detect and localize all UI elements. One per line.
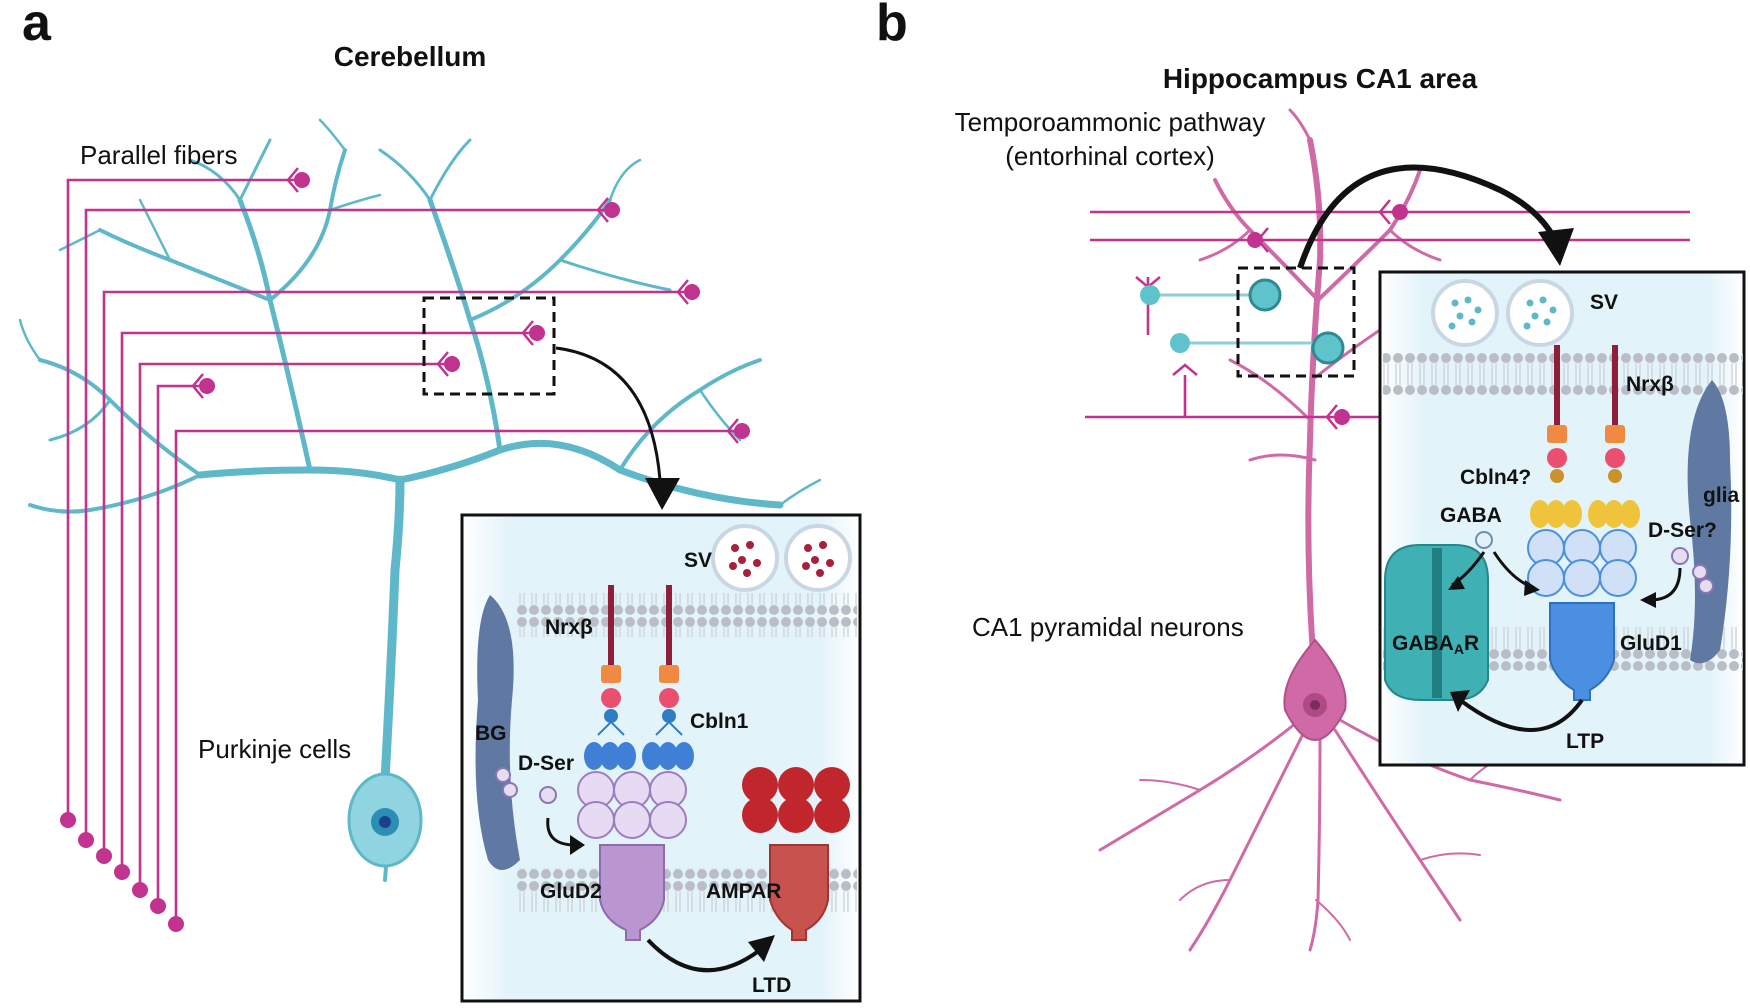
b-glia-label: glia xyxy=(1703,484,1739,507)
panel-a-zoom-box xyxy=(422,296,556,396)
panel-a-zoom-arrow xyxy=(555,346,662,481)
panel-a-zoom-arrowhead xyxy=(645,478,680,510)
panel-b-inset xyxy=(1378,270,1746,767)
panel-b-letter: b xyxy=(876,0,908,52)
b-glud-label: GluD1 xyxy=(1620,632,1682,655)
b-gabaar-end: R xyxy=(1464,632,1479,655)
b-gabaar-sub: A xyxy=(1454,641,1464,657)
b-cbln-label: Cbln4? xyxy=(1460,466,1531,489)
b-dser-label: D-Ser? xyxy=(1648,519,1717,542)
b-ltp-label: LTP xyxy=(1566,730,1604,753)
pathway-label-line1: Temporoammonic pathway xyxy=(955,107,1266,137)
b-gaba-label: GABA xyxy=(1440,504,1502,527)
b-nrx-label: Nrxβ xyxy=(1626,373,1674,396)
b-gabaar-main: GABA xyxy=(1392,632,1454,655)
a-ltd-label: LTD xyxy=(752,974,791,997)
a-ampar-label: AMPAR xyxy=(706,880,781,903)
a-cbln-label: Cbln1 xyxy=(690,710,749,733)
parallel-fiber-boutons xyxy=(191,167,739,444)
pyramidal-neuron xyxy=(1098,108,1562,952)
a-sv-label: SV xyxy=(684,549,712,572)
panel-a-inset xyxy=(460,513,862,1003)
purkinje-nucleolus xyxy=(379,816,391,828)
purkinje-cell xyxy=(18,118,822,882)
a-dser-label: D-Ser xyxy=(518,752,574,775)
panel-a-title: Cerebellum xyxy=(334,41,487,72)
a-bg-label: BG xyxy=(475,722,507,745)
panel-a-letter: a xyxy=(22,0,52,52)
parallel-fibers-label: Parallel fibers xyxy=(80,140,238,170)
panel-b-zoom-arrowhead xyxy=(1538,228,1574,266)
ca1-label: CA1 pyramidal neurons xyxy=(972,612,1244,642)
a-glud-label: GluD2 xyxy=(540,880,602,903)
temporoammonic-terminals xyxy=(1247,204,1408,425)
pyramidal-soma xyxy=(1283,638,1347,742)
temporoammonic-boutons xyxy=(1135,199,1391,430)
panel-b-zoom-arrow xyxy=(1297,164,1558,269)
pathway-label-line2: (entorhinal cortex) xyxy=(1005,141,1215,171)
panel-b-zoom-box xyxy=(1236,266,1356,378)
b-gabaar-label: GABAAR xyxy=(1392,632,1479,657)
parallel-fibers xyxy=(66,178,735,924)
purkinje-cells-label: Purkinje cells xyxy=(198,734,351,764)
pyramidal-nucleolus xyxy=(1310,700,1320,710)
a-nrx-label: Nrxβ xyxy=(545,616,593,639)
interneuron-axons xyxy=(1140,278,1345,365)
parallel-fiber-terminals xyxy=(60,172,750,932)
panel-b-title: Hippocampus CA1 area xyxy=(1163,63,1478,94)
b-sv-label: SV xyxy=(1590,291,1618,314)
